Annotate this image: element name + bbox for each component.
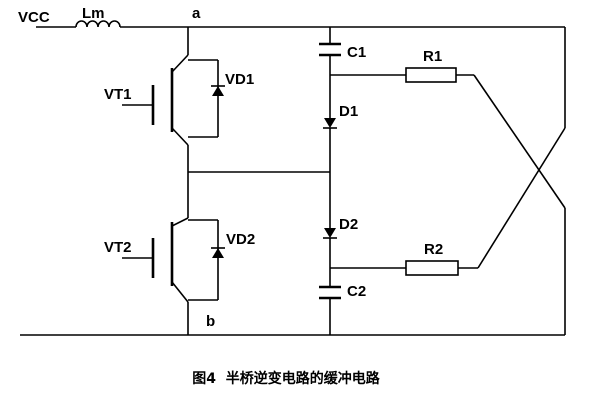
diode-d2	[323, 228, 337, 239]
transistor-column-wires	[187, 27, 330, 335]
label-vt1: VT1	[104, 86, 132, 103]
transistor-vt1	[122, 54, 189, 146]
resistor-r2-branch	[330, 127, 566, 276]
resistor-r1-branch	[330, 67, 566, 209]
label-vt2: VT2	[104, 239, 132, 256]
diode-vd1	[188, 59, 225, 138]
top-rail	[36, 20, 565, 28]
label-c1: C1	[347, 44, 366, 61]
diode-vd2	[188, 219, 225, 301]
resistor-r1	[405, 67, 457, 83]
label-r2: R2	[424, 241, 443, 258]
transistor-vt2	[122, 217, 189, 303]
label-vd2: VD2	[226, 231, 255, 248]
label-d2: D2	[339, 216, 358, 233]
inductor-lm	[75, 20, 121, 28]
label-vcc: VCC	[18, 9, 50, 26]
diode-d1	[323, 118, 337, 129]
figure-caption: 图4 半桥逆变电路的缓冲电路	[192, 370, 380, 387]
label-vd1: VD1	[225, 71, 254, 88]
resistor-r2	[405, 260, 459, 276]
label-lm: Lm	[82, 5, 105, 22]
label-r1: R1	[423, 48, 442, 65]
label-d1: D1	[339, 103, 358, 120]
capacitor-c1	[319, 42, 341, 57]
snubber-column	[319, 27, 341, 335]
label-c2: C2	[347, 283, 366, 300]
label-node-b: b	[206, 313, 215, 330]
label-node-a: a	[192, 5, 201, 22]
capacitor-c2	[319, 285, 341, 300]
